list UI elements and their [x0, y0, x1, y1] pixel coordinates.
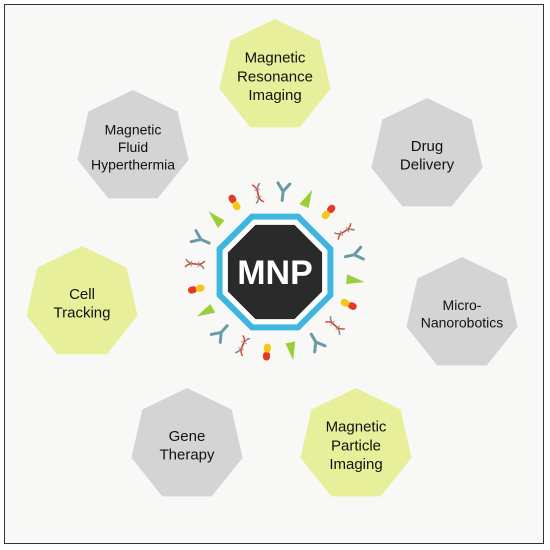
- node-drug-delivery-line-0: Drug: [411, 138, 444, 155]
- mnp-label: MNP: [237, 254, 313, 292]
- dna-ligand: [333, 223, 356, 240]
- heptagon-micro-nanorobotics: [406, 257, 518, 366]
- mnp-particle: MNP: [184, 181, 365, 361]
- surface-ligands: [184, 181, 365, 361]
- antibody-ligand: [209, 324, 229, 344]
- node-gene-therapy-line-1: Therapy: [159, 447, 215, 464]
- node-mri-line-0: Magnetic: [245, 50, 306, 67]
- application-nodes: MagneticResonanceImagingDrugDeliveryMicr…: [26, 19, 518, 497]
- capsule-ligand: [340, 298, 357, 310]
- node-mri-line-2: Imaging: [248, 87, 301, 104]
- heptagon-gene-therapy: [131, 388, 243, 497]
- leaf-ligand: [208, 211, 225, 228]
- capsule-ligand: [228, 194, 241, 211]
- dna-ligand: [251, 182, 265, 205]
- node-hyperthermia-line-0: Magnetic: [105, 121, 162, 137]
- node-mri-line-1: Resonance: [237, 68, 313, 85]
- antibody-ligand: [343, 245, 365, 261]
- node-drug-delivery-line-1: Delivery: [400, 157, 455, 174]
- heptagon-drug-delivery: [371, 98, 483, 207]
- heptagon-cell-tracking: [26, 246, 138, 355]
- node-cell-tracking-line-1: Tracking: [54, 305, 111, 322]
- dna-ligand: [325, 316, 345, 335]
- dna-ligand: [234, 334, 251, 357]
- leaf-ligand: [285, 341, 296, 361]
- leaf-ligand: [346, 274, 365, 285]
- node-hyperthermia-line-2: Hyperthermia: [91, 156, 175, 172]
- heptagon-hyperthermia: [77, 90, 189, 199]
- capsule-ligand: [262, 343, 271, 361]
- node-micro-nanorobotics: Micro- Nanorobotics: [406, 257, 518, 366]
- node-gene-therapy-line-0: Gene: [169, 428, 206, 445]
- node-mpi-line-2: Imaging: [329, 456, 382, 473]
- capsule-ligand: [321, 204, 336, 220]
- leaf-ligand: [196, 303, 216, 317]
- heptagon-mpi: [300, 388, 412, 497]
- antibody-ligand: [309, 332, 327, 354]
- antibody-ligand: [276, 181, 292, 202]
- node-cell-tracking-line-0: Cell: [69, 286, 95, 303]
- node-micro-nanorobotics-line-0: Micro-: [443, 297, 482, 313]
- mnp-core: [227, 224, 323, 320]
- leaf-ligand: [299, 190, 313, 209]
- dna-ligand: [184, 258, 206, 270]
- heptagon-mri: [219, 19, 331, 128]
- node-micro-nanorobotics-line-1: Nanorobotics: [421, 315, 504, 331]
- node-mpi-line-1: Particle: [331, 437, 381, 454]
- capsule-ligand: [187, 284, 205, 294]
- antibody-ligand: [189, 229, 211, 245]
- node-hyperthermia-line-1: Fluid: [118, 139, 148, 155]
- node-mpi-line-0: Magnetic: [326, 419, 387, 436]
